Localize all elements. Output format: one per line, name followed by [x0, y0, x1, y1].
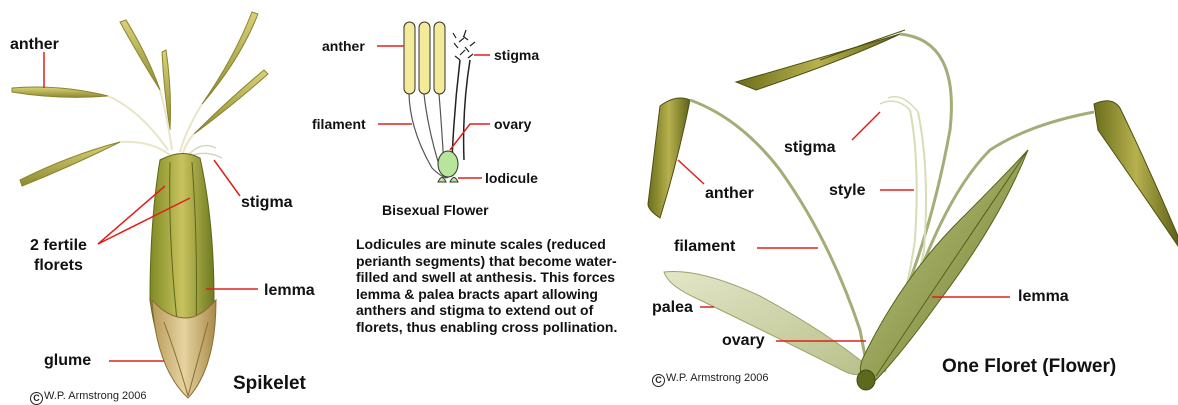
copyright-icon: C: [30, 392, 43, 405]
label-lodicule: lodicule: [485, 171, 538, 185]
caption-bisexual-flower: Bisexual Flower: [382, 203, 489, 217]
lodicule-description: Lodicules are minute scales (reduced per…: [356, 236, 618, 335]
label-anther-mid: anther: [322, 39, 365, 53]
label-style: style: [829, 183, 865, 199]
label-anther-left: anther: [10, 37, 59, 53]
label-stigma-mid: stigma: [494, 48, 539, 62]
leader-ovary-mid: [450, 124, 490, 150]
spikelet-illustration: [12, 12, 268, 398]
label-anther-right: anther: [705, 186, 754, 202]
leader-stigma-right: [852, 112, 880, 140]
label-stigma-left: stigma: [241, 195, 293, 211]
label-ovary-right: ovary: [722, 333, 765, 349]
label-lemma-left: lemma: [264, 283, 315, 299]
copyright-icon: C: [652, 374, 665, 387]
bisexual-flower-schematic: [404, 22, 475, 182]
leader-stigma-left: [214, 160, 240, 196]
label-ovary-mid: ovary: [494, 117, 531, 131]
label-palea: palea: [652, 300, 693, 316]
caption-one-floret: One Floret (Flower): [942, 357, 1116, 376]
label-lemma-right: lemma: [1018, 289, 1069, 305]
credit-right-text: W.P. Armstrong 2006: [666, 372, 769, 384]
label-glume: glume: [44, 353, 91, 369]
caption-spikelet: Spikelet: [233, 374, 306, 393]
label-fertile-florets: 2 fertile florets: [30, 236, 87, 276]
leader-anther-right: [678, 160, 704, 184]
label-stigma-right: stigma: [784, 140, 836, 156]
label-filament-mid: filament: [312, 117, 366, 131]
credit-left-text: W.P. Armstrong 2006: [44, 390, 147, 402]
label-filament-right: filament: [674, 239, 735, 255]
